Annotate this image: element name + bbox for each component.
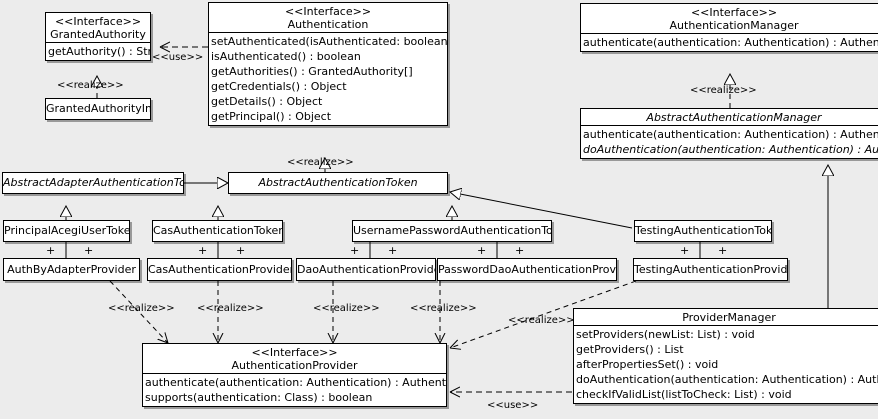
association-marker-plus: +: [84, 244, 94, 257]
label-use-provider-manager: <<use>>: [487, 400, 539, 411]
label-realize-granted-authority-impl: <<realize>>: [57, 80, 124, 91]
class-granted-authority-impl[interactable]: GrantedAuthorityImpl: [45, 98, 151, 120]
label-realize-dao-authentication-provider: <<realize>>: [313, 303, 380, 314]
divider: [581, 125, 878, 126]
class-name: AbstractAuthenticationManager: [646, 111, 822, 124]
class-dao-authentication-provider[interactable]: DaoAuthenticationProvider: [296, 258, 436, 281]
operations-compartment: setAuthenticated(isAuthenticated: boolea…: [209, 33, 447, 125]
label-use-authentication-granted-authority: <<use>>: [152, 52, 204, 63]
class-header: <<Interface>> AuthenticationProvider: [143, 344, 446, 373]
class-cas-authentication-provider[interactable]: CasAuthenticationProvider: [147, 258, 292, 281]
association-marker-plus: +: [680, 244, 690, 257]
divider: [581, 33, 878, 34]
association-marker-plus: +: [515, 244, 525, 257]
label-realize-password-dao-authentication-provider: <<realize>>: [410, 303, 477, 314]
stereotype-label: <<Interface>>: [284, 5, 372, 18]
operation: getAuthorities() : GrantedAuthority[]: [211, 65, 413, 78]
operation: afterPropertiesSet() : void: [576, 358, 719, 371]
operation: setAuthenticated(isAuthenticated: boolea…: [211, 35, 447, 48]
class-header: <<Interface>> GrantedAuthority: [46, 13, 150, 42]
operations-compartment: setProviders(newList: List) : void getPr…: [574, 326, 878, 403]
class-authentication[interactable]: <<Interface>> Authentication setAuthenti…: [208, 2, 448, 126]
class-granted-authority[interactable]: <<Interface>> GrantedAuthority getAuthor…: [45, 12, 151, 61]
class-username-password-authentication-token[interactable]: UsernamePasswordAuthenticationToken: [352, 220, 552, 242]
class-name: AuthenticationManager: [669, 19, 799, 32]
class-provider-manager[interactable]: ProviderManager setProviders(newList: Li…: [573, 308, 878, 404]
operations-compartment: authenticate(authentication: Authenticat…: [143, 374, 446, 406]
label-realize-auth-by-adapter-provider: <<realize>>: [108, 303, 175, 314]
operation: authenticate(authentication: Authenticat…: [583, 36, 878, 49]
class-name: GrantedAuthority: [50, 28, 146, 41]
association-marker-plus: +: [198, 244, 208, 257]
class-abstract-adapter-authentication-token[interactable]: AbstractAdapterAuthenticationToken: [2, 172, 184, 194]
association-marker-plus: +: [46, 244, 56, 257]
operations-compartment: authenticate(authentication: Authenticat…: [581, 126, 878, 158]
operation: checkIfValidList(listToCheck: List) : vo…: [576, 388, 792, 401]
class-header: ProviderManager: [574, 309, 878, 325]
class-authentication-manager[interactable]: <<Interface>> AuthenticationManager auth…: [580, 3, 878, 52]
association-marker-plus: +: [350, 244, 360, 257]
class-header: <<Interface>> AuthenticationManager: [581, 4, 878, 33]
class-principal-acegi-user-token[interactable]: PrincipalAcegiUserToken: [3, 220, 130, 242]
operations-compartment: authenticate(authentication: Authenticat…: [581, 34, 878, 51]
label-realize-cas-authentication-provider: <<realize>>: [197, 303, 264, 314]
class-abstract-authentication-manager[interactable]: AbstractAuthenticationManager authentica…: [580, 108, 878, 159]
operation: authenticate(authentication: Authenticat…: [145, 376, 446, 389]
class-testing-authentication-provider[interactable]: TestingAuthenticationProvider: [633, 258, 788, 281]
operation: isAuthenticated() : boolean: [211, 50, 361, 63]
divider: [209, 32, 447, 33]
divider: [574, 325, 878, 326]
operation: authenticate(authentication: Authenticat…: [583, 128, 878, 141]
operation: getCredentials() : Object: [211, 80, 347, 93]
divider: [143, 373, 446, 374]
stereotype-label: <<Interface>>: [251, 346, 338, 359]
label-realize-abstract-authentication-token: <<realize>>: [287, 157, 354, 168]
class-abstract-authentication-token[interactable]: AbstractAuthenticationToken: [228, 172, 448, 194]
operation: getPrincipal() : Object: [211, 110, 332, 123]
class-authentication-provider[interactable]: <<Interface>> AuthenticationProvider aut…: [142, 343, 447, 407]
class-auth-by-adapter-provider[interactable]: AuthByAdapterProvider: [3, 258, 140, 281]
class-testing-authentication-token[interactable]: TestingAuthenticationToken: [634, 220, 772, 242]
operation: doAuthentication(authentication: Authent…: [576, 373, 878, 386]
class-name: Authentication: [287, 18, 369, 31]
divider: [46, 42, 150, 43]
stereotype-label: <<Interface>>: [54, 15, 142, 28]
class-name: AuthenticationProvider: [231, 359, 358, 372]
class-password-dao-authentication-provider[interactable]: PasswordDaoAuthenticationProvider: [437, 258, 617, 281]
operation: supports(authentication: Class) : boolea…: [145, 391, 373, 404]
class-header: <<Interface>> Authentication: [209, 3, 447, 32]
operations-compartment: getAuthority() : String: [46, 43, 150, 60]
association-marker-plus: +: [718, 244, 728, 257]
label-realize-abstract-authentication-manager: <<realize>>: [690, 85, 757, 96]
operation: getAuthority() : String: [48, 45, 150, 58]
association-marker-plus: +: [236, 244, 246, 257]
class-name: ProviderManager: [682, 311, 776, 324]
operation: getProviders() : List: [576, 343, 684, 356]
operation: getDetails() : Object: [211, 95, 323, 108]
association-marker-plus: +: [388, 244, 398, 257]
operation: doAuthentication(authentication: Authent…: [583, 143, 878, 156]
class-cas-authentication-token[interactable]: CasAuthenticationToken: [152, 220, 283, 242]
class-header: AbstractAuthenticationManager: [581, 109, 878, 125]
stereotype-label: <<Interface>>: [690, 6, 778, 19]
association-marker-plus: +: [477, 244, 487, 257]
operation: setProviders(newList: List) : void: [576, 328, 755, 341]
label-realize-testing-authentication-provider: <<realize>>: [508, 315, 575, 326]
